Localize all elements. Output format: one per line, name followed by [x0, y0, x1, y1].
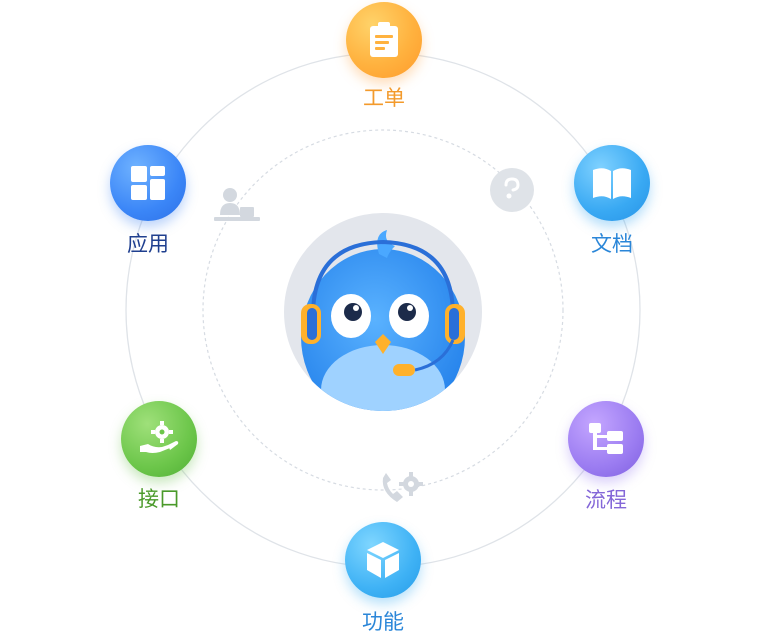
flowchart-icon [589, 423, 623, 454]
ticket-button[interactable] [346, 2, 422, 78]
node-docs[interactable]: 文档 [567, 145, 657, 256]
agent-desk-icon [214, 188, 260, 221]
apps-button[interactable] [110, 145, 186, 221]
cube-icon [367, 542, 399, 578]
node-feature[interactable]: 功能 [338, 522, 428, 634]
support-bird-mascot [283, 212, 483, 412]
docs-button[interactable] [574, 145, 650, 221]
node-process[interactable]: 流程 [561, 401, 651, 512]
interface-button[interactable] [121, 401, 197, 477]
interface-label: 接口 [138, 487, 180, 511]
process-label: 流程 [585, 488, 627, 512]
node-apps[interactable]: 应用 [103, 145, 193, 256]
chat-bubble-icon [490, 168, 534, 212]
phone-gear-icon [382, 472, 423, 502]
apps-label: 应用 [127, 232, 169, 256]
ticket-label: 工单 [363, 86, 405, 110]
node-ticket[interactable]: 工单 [339, 2, 429, 110]
process-button[interactable] [568, 401, 644, 477]
docs-label: 文档 [591, 232, 633, 256]
node-interface[interactable]: 接口 [114, 401, 204, 511]
book-icon [593, 168, 631, 199]
inner-ring [202, 129, 564, 491]
feature-button[interactable] [345, 522, 421, 598]
clipboard-icon [370, 22, 398, 57]
app-grid-icon [131, 166, 165, 200]
feature-label: 功能 [362, 610, 404, 634]
hand-gear-icon [140, 421, 179, 453]
